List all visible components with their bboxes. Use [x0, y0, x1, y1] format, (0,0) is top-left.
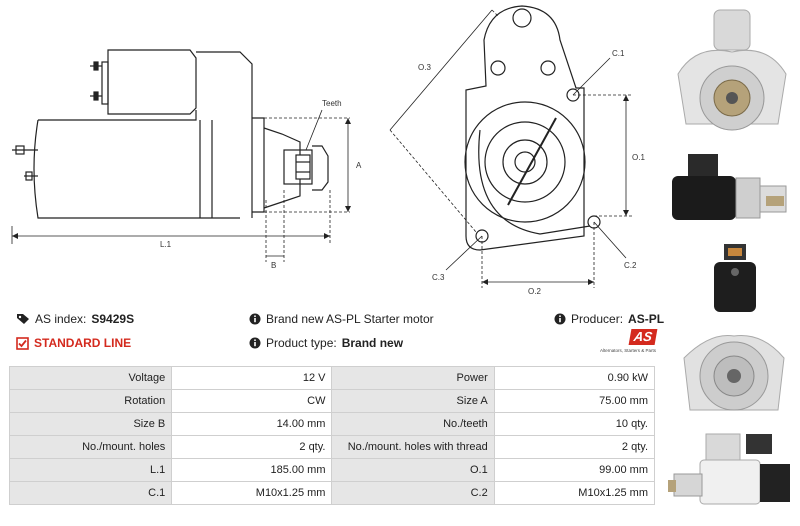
dim-o3-label: O.3 [418, 63, 431, 72]
logo-mark: AS [628, 329, 658, 345]
spec-key: L.1 [8, 458, 173, 482]
spec-value: 2 qty. [171, 435, 333, 459]
producer: Producer: AS-PL [554, 312, 664, 326]
dim-o1-label: O.1 [632, 153, 645, 162]
spec-key: Rotation [8, 389, 173, 413]
tag-icon [16, 313, 30, 325]
spec-key: Voltage [8, 366, 173, 390]
spec-key: No./mount. holes [8, 435, 173, 459]
product-type-label: Product type: [266, 336, 337, 350]
as-index-label: AS index: [35, 312, 87, 326]
spec-key: O.1 [331, 458, 495, 482]
product-photo-side-black [666, 148, 798, 234]
as-pl-logo: AS Alternators, Starters & Parts [590, 328, 658, 358]
side-view-drawing: Teeth A L.1 B [11, 49, 362, 270]
spec-key: C.1 [8, 481, 173, 505]
spec-key: No./teeth [331, 412, 495, 436]
spec-key: No./mount. holes with thread [331, 435, 495, 459]
spec-key: Size A [331, 389, 495, 413]
description-text: Brand new AS-PL Starter motor [266, 312, 434, 326]
spec-value: 2 qty. [493, 435, 656, 459]
product-photo-rear [670, 318, 798, 428]
logo-tagline: Alternators, Starters & Parts [599, 348, 656, 353]
standard-line: STANDARD LINE [16, 336, 131, 350]
spec-value: 0.90 kW [493, 366, 656, 390]
dim-l1-label: L.1 [160, 240, 172, 249]
producer-label: Producer: [571, 312, 624, 326]
producer-value: AS-PL [628, 312, 665, 326]
as-index: AS index: S9429S [16, 312, 134, 326]
product-photo-solenoid [700, 238, 770, 318]
spec-value: 10 qty. [493, 412, 656, 436]
product-type-value: Brand new [341, 336, 404, 350]
teeth-label: Teeth [322, 99, 342, 108]
product-photo-front [666, 4, 798, 142]
info-icon [249, 313, 261, 325]
spec-key: C.2 [331, 481, 495, 505]
dim-a-label: A [356, 161, 362, 170]
spec-value: 185.00 mm [171, 458, 333, 482]
info-icon [554, 313, 566, 325]
checkbox-icon [16, 336, 29, 350]
dim-b-label: B [271, 261, 276, 270]
standard-line-text: STANDARD LINE [34, 336, 132, 350]
spec-value: CW [171, 389, 333, 413]
spec-key: Power [331, 366, 495, 390]
spec-value: 14.00 mm [171, 412, 333, 436]
as-index-value: S9429S [91, 312, 135, 326]
product-type: Product type: Brand new [249, 336, 403, 350]
c3-label: C.3 [432, 273, 445, 282]
spec-value: 99.00 mm [493, 458, 656, 482]
c1-label: C.1 [612, 49, 625, 58]
spec-value: M10x1.25 mm [493, 481, 656, 505]
info-icon [249, 337, 261, 349]
spec-value: 12 V [171, 366, 333, 390]
dim-o2-label: O.2 [528, 287, 541, 296]
spec-value: 75.00 mm [493, 389, 656, 413]
front-view-drawing: O.3 C.1 O.1 C.2 C.3 O.2 [389, 5, 645, 296]
c2-label: C.2 [624, 261, 637, 270]
product-description: Brand new AS-PL Starter motor [249, 312, 434, 326]
spec-value: M10x1.25 mm [171, 481, 333, 505]
spec-key: Size B [8, 412, 173, 436]
product-photo-side-white [666, 430, 798, 524]
